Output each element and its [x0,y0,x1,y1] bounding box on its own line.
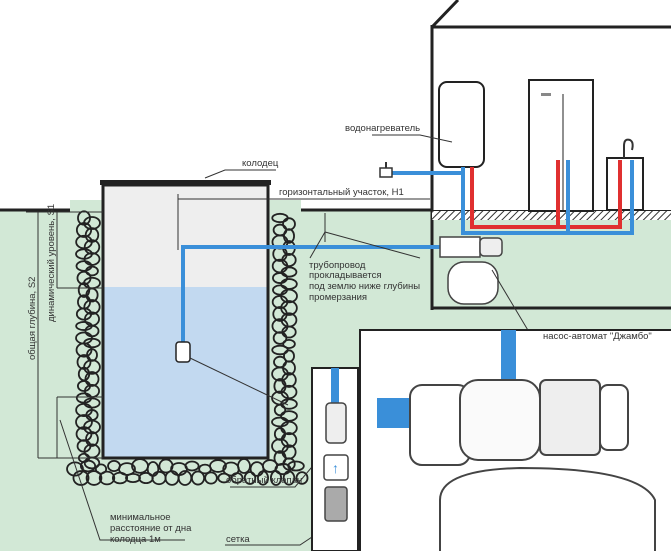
gravel-stone [85,431,99,447]
label-pipeline-4: промерзания [309,292,367,303]
sink-cabinet [606,157,644,211]
gravel-stone [272,331,288,345]
suction-pipe [181,245,452,345]
well [66,180,309,486]
gravel-stone [295,471,309,485]
gravel-stone [209,459,227,473]
gravel-stone [272,272,288,284]
gravel-stone [75,222,93,238]
gravel-stone [98,470,116,486]
gravel-stone [282,339,296,349]
gravel-stone [84,371,100,387]
label-total-depth: общая глубина, S2 [27,277,38,360]
foot-valve-icon [175,341,191,363]
gravel-stone [287,460,305,472]
water-heater [438,81,485,168]
flow-arrow-icon: ↑ [332,460,339,476]
label-pipeline-2: прокладывается [309,270,382,281]
gravel-stone [79,459,97,473]
gravel-stone [280,266,298,278]
label-horizontal-section: горизонтальный участок, H1 [279,187,404,198]
hot-water-pipe [470,160,622,229]
outdoor-faucet-icon [379,162,393,178]
gravel-stone [190,470,206,486]
gravel [66,210,309,486]
gravel-stone [217,472,231,484]
label-min-distance-3: колодца 1м [110,534,161,545]
gravel-stone [282,470,296,486]
mesh-filter [324,486,348,522]
gravel-stone [243,471,257,485]
gravel-stone [75,307,93,321]
pump-station [439,236,503,305]
cold-water-pipe [392,160,634,235]
gravel-stone [72,470,90,486]
gravel-stone [273,403,287,417]
shower-cabin [528,79,594,212]
well-water [103,287,268,458]
gravel-stone [85,265,99,277]
check-valve-inset: ↑ [311,367,359,551]
label-check-valve: обратный клапан [226,475,302,486]
label-mesh: сетка [226,534,250,545]
house [430,0,671,310]
gravel-stone [85,470,103,486]
label-pump: насос-автомат "Джамбо" [543,331,652,342]
label-min-distance-2: расстояние от дна [110,523,192,534]
gravel-stone [204,471,218,485]
label-well: колодец [242,158,279,169]
label-min-distance-1: минимальное [110,512,171,523]
label-water-heater: водонагреватель [345,123,420,134]
tap-icon [623,138,634,158]
gravel-stone [230,472,244,484]
label-dynamic-level: динамический уровень, S1 [46,204,57,322]
pump-inset [359,329,671,551]
label-pipeline-3: под землю ниже глубины [309,281,420,292]
gravel-stone [257,470,269,486]
gravel-stone [184,460,200,472]
shower-head-icon [541,93,551,96]
label-pipeline-1: трубопровод [309,260,366,271]
